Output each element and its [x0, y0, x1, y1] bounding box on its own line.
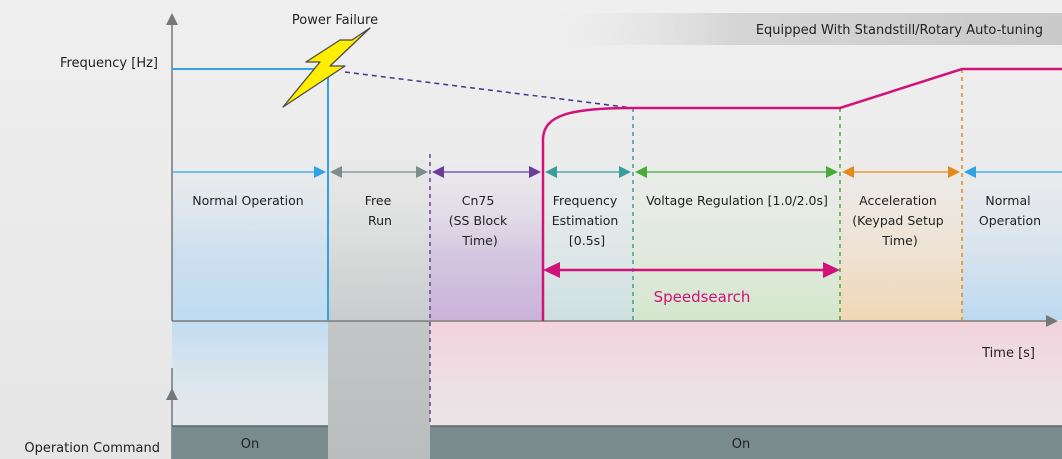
- speedsearch-right-arrow-icon: [823, 262, 840, 278]
- arrow-frequency-estimation-right-icon: [619, 166, 631, 178]
- phase-label-line: (Keypad Setup: [852, 213, 943, 228]
- header-band: [560, 13, 1062, 45]
- arrow-normal-operation-2-head-icon: [964, 166, 976, 178]
- phase-label-line: (SS Block: [449, 213, 508, 228]
- command-bar-on-2: [430, 426, 1062, 459]
- phase-label-normal-operation-2: Normal Operation: [979, 193, 1041, 228]
- time-axis-arrow-icon: [1046, 315, 1058, 327]
- arrow-cn75-right-icon: [529, 166, 541, 178]
- region-acceleration: [840, 160, 962, 320]
- phase-label-line: Time): [881, 233, 917, 248]
- phase-regions: [172, 160, 1062, 320]
- phase-label-line: Operation: [979, 213, 1041, 228]
- region-normal-operation-2: [962, 160, 1062, 320]
- region-voltage-regulation: [633, 160, 840, 320]
- region-normal-operation-1: [172, 160, 328, 320]
- arrow-frequency-estimation-left-icon: [545, 166, 557, 178]
- arrow-free-run-right-icon: [416, 166, 428, 178]
- command-axis-label: Operation Command: [24, 441, 160, 456]
- command-axis-arrow-icon: [166, 388, 178, 400]
- lightning-bolt-icon: [282, 27, 371, 108]
- arrow-acceleration-left-icon: [842, 166, 854, 178]
- phase-label-line: Free: [365, 193, 392, 208]
- region-frequency-estimation: [543, 160, 633, 320]
- phase-label-line: Cn75: [462, 193, 495, 208]
- speedsearch-label: Speedsearch: [654, 288, 751, 306]
- phase-label-line: Normal: [985, 193, 1030, 208]
- coasting-decay-line: [344, 71, 634, 109]
- header-title: Equipped With Standstill/Rotary Auto-tun…: [756, 23, 1043, 38]
- arrow-normal-operation-1-head-icon: [314, 166, 326, 178]
- phase-label-line: Acceleration: [859, 193, 937, 208]
- phase-label-line: Estimation: [552, 213, 619, 228]
- phase-label-normal-operation-1: Normal Operation: [192, 193, 303, 208]
- arrow-voltage-regulation-right-icon: [826, 166, 838, 178]
- power-failure-label: Power Failure: [292, 13, 378, 28]
- phase-label-line: Normal Operation: [192, 193, 303, 208]
- arrow-free-run-left-icon: [330, 166, 342, 178]
- lower-regions: [172, 321, 1062, 459]
- phase-label-line: Time): [461, 233, 497, 248]
- region-cn75: [430, 160, 543, 320]
- region-free-run: [328, 160, 430, 320]
- phase-label-free-run: Free Run: [365, 193, 396, 228]
- frequency-axis-arrow-icon: [166, 13, 178, 25]
- output-frequency-line: [541, 67, 1062, 321]
- lower-region-before-failure: [172, 321, 328, 426]
- lower-region-after-restore: [430, 321, 1062, 426]
- arrow-acceleration-right-icon: [948, 166, 960, 178]
- lower-region-free-run: [328, 321, 430, 459]
- arrow-voltage-regulation-left-icon: [635, 166, 647, 178]
- phase-labels: Normal Operation Free Run Cn75 (SS Block…: [192, 193, 1041, 248]
- phase-label-cn75: Cn75 (SS Block Time): [449, 193, 512, 248]
- phase-label-line: Run: [368, 213, 392, 228]
- speedsearch-left-arrow-icon: [543, 262, 560, 278]
- phase-label-voltage-regulation: Voltage Regulation [1.0/2.0s]: [646, 193, 828, 208]
- phase-label-line: [0.5s]: [569, 233, 605, 248]
- phase-arrows: [172, 166, 1062, 178]
- time-axis-label: Time [s]: [981, 346, 1035, 361]
- frequency-axis-label: Frequency [Hz]: [60, 56, 158, 71]
- phase-label-line: Voltage Regulation [1.0/2.0s]: [646, 193, 828, 208]
- phase-label-acceleration: Acceleration (Keypad Setup Time): [852, 193, 947, 248]
- phase-label-line: Frequency: [553, 193, 618, 208]
- phase-label-frequency-estimation: Frequency Estimation [0.5s]: [552, 193, 623, 248]
- command-bar-on-1: [172, 426, 328, 459]
- command-on-label-1: On: [241, 437, 259, 452]
- arrow-cn75-left-icon: [432, 166, 444, 178]
- command-on-label-2: On: [732, 437, 750, 452]
